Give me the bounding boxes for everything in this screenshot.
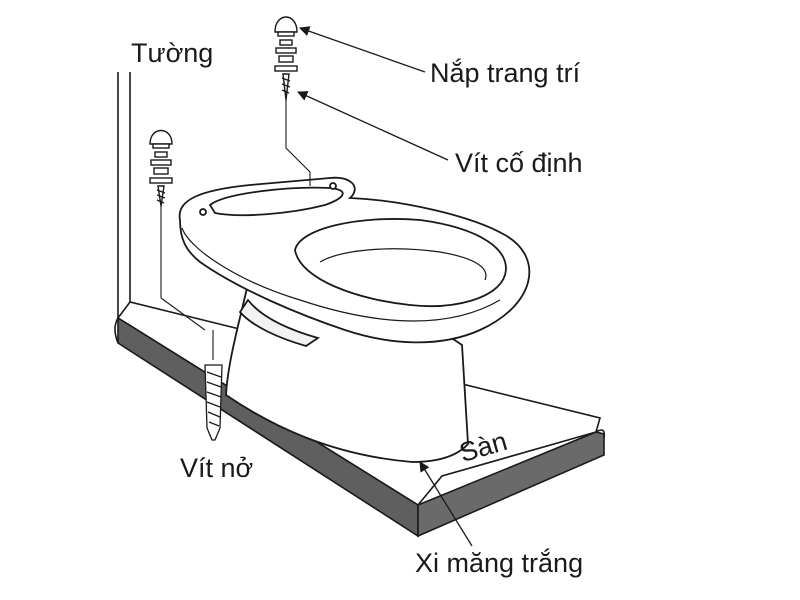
label-fixing-screw: Vít cố định [455,148,583,178]
left-screw-assembly [149,129,173,207]
top-screw-assembly [274,16,298,101]
floor-anchor [204,364,223,441]
drain-pipe [238,298,321,347]
label-wall: Tường [131,38,214,68]
toilet [178,176,531,463]
label-white-cement: Xi măng trắng [415,548,584,578]
seat-hole [208,186,344,217]
decor-cap-top-icon [274,16,298,33]
guide-lines [160,100,311,360]
label-anchor: Vít nở [180,453,254,483]
toilet-bowl-inner [294,218,507,307]
arrow-white-cement [419,461,473,547]
arrow-fixing-screw [297,91,449,161]
label-decor-cap: Nắp trang trí [430,58,581,88]
arrow-decor-cap [299,26,426,73]
decor-cap-icon [149,129,173,145]
leader-arrows [297,26,473,547]
